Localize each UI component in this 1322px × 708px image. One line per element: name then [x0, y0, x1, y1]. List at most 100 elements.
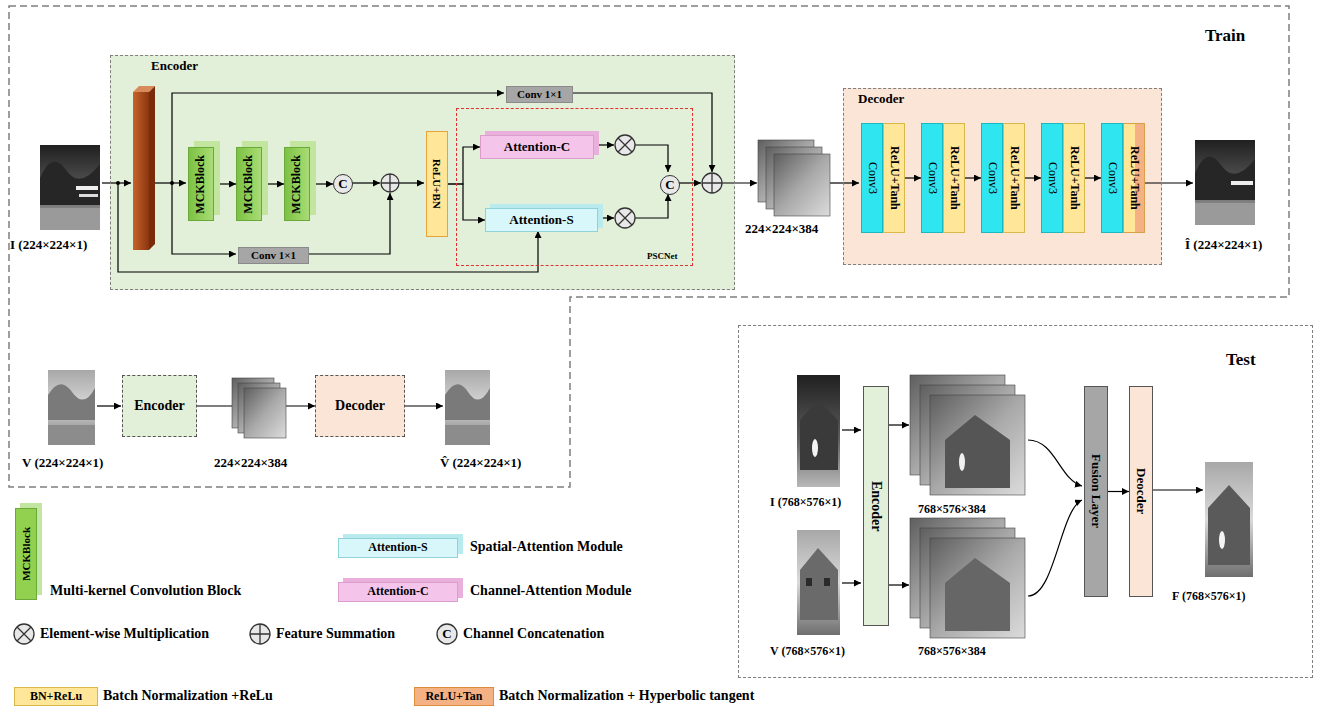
legend-text: Spatial-Attention Module: [470, 539, 623, 554]
connector-arrow: [448, 147, 480, 184]
conv3-box: Conv3: [1041, 123, 1063, 233]
pscnet-group: PSCNetAttention-CAttention-SC: [456, 108, 693, 266]
person-shape: [812, 439, 818, 457]
wire: [308, 193, 390, 254]
multiply-cross: [618, 211, 632, 225]
dimension-label: V (224×224×1): [22, 456, 103, 470]
wire: [842, 582, 861, 583]
tree-shape: [1195, 157, 1255, 200]
conv3-box: Conv3: [981, 123, 1003, 233]
legend-sum-symbol: [250, 624, 270, 644]
concat-circle: C: [333, 174, 353, 194]
mck-block: MCKBlock: [284, 147, 310, 221]
train-visible-output: [445, 370, 490, 445]
house-shape: [945, 558, 1010, 631]
fused-image: [1205, 462, 1253, 577]
legend-text: Batch Normalization +ReLu: [103, 688, 273, 703]
person-shape: [1219, 531, 1225, 549]
feature-map: [930, 538, 1025, 638]
wire: [118, 183, 538, 272]
encoder-group: EncoderConv 1×1MCKBlockMCKBlockMCKBlockC…: [110, 55, 735, 290]
junction-dot: [170, 181, 174, 185]
swatch-label: BN+ReLu: [30, 690, 82, 703]
box-label: Encoder: [134, 398, 185, 413]
house-shape: [945, 415, 1010, 488]
feature-map: [774, 154, 830, 216]
legend-text: Feature Summation: [276, 626, 395, 641]
test-infrared-image: [797, 375, 840, 487]
connector-arrow: [1025, 177, 1041, 178]
house-shape: [1208, 485, 1250, 565]
dimension-label: 224×224×384: [214, 456, 287, 470]
legend-text: Element-wise Multiplication: [40, 626, 209, 641]
wire: [888, 584, 909, 585]
wire: [97, 405, 121, 406]
dimension-label: I (768×576×1): [770, 496, 841, 509]
sum-cross: [250, 624, 270, 644]
dimension-label: F (768×576×1): [1172, 590, 1246, 603]
group-fill: [843, 88, 1162, 265]
legend-text: Multi-kernel Convolution Block: [50, 583, 241, 598]
wire: [842, 429, 861, 430]
box-label: ReLU+BN: [431, 159, 443, 209]
box-label: MCKBlock: [242, 155, 255, 214]
house-shape: [800, 548, 838, 620]
visible-image: [445, 370, 490, 445]
wire: [399, 182, 424, 183]
connector-arrow: [1085, 177, 1101, 178]
ground-shape: [445, 425, 490, 445]
multiply-symbol: [615, 135, 635, 155]
swatch-label: ReLU+Tan: [425, 690, 482, 703]
wire: [635, 194, 668, 218]
connector-arrow: [214, 183, 236, 184]
bright-sign: [79, 194, 98, 197]
box-label: ReLU+Tanh: [887, 146, 900, 210]
box-label: Fusion Layer: [1089, 454, 1103, 528]
box-label: Encoder: [868, 481, 883, 532]
box-label: Decoder: [335, 398, 385, 413]
encoder-wires: [97, 93, 1203, 596]
tree-shape: [445, 384, 490, 420]
group-fill: [110, 55, 735, 290]
box-label: ReLU+Tanh: [947, 146, 960, 210]
legend-swatch: Attention-C: [338, 582, 458, 602]
group-heading: Encoder: [151, 59, 198, 73]
legend-text: Channel-Attention Module: [470, 583, 631, 598]
sum-cross: [381, 174, 399, 192]
swatch-label: Attention-C: [367, 585, 428, 598]
wire: [352, 182, 380, 183]
relu-tanh-box: ReLU+Tanh: [943, 123, 965, 233]
test-visible-image: [797, 530, 840, 635]
encoder-box: Encoder: [122, 375, 197, 437]
connector-arrow: [448, 184, 485, 220]
relu-tanh-box: ReLU+Tanh: [1003, 123, 1025, 233]
wire: [830, 182, 859, 183]
group-heading: Train: [1205, 27, 1245, 46]
dimension-label: V̂ (224×224×1): [440, 456, 521, 470]
swatch-label: Attention-S: [368, 541, 427, 554]
wire: [1152, 489, 1203, 490]
group-heading: Test: [1226, 351, 1256, 370]
sum-symbol: [702, 173, 722, 193]
box-label: Attention-C: [504, 140, 570, 154]
person-shape: [959, 453, 965, 471]
multiply-symbol: [615, 208, 635, 228]
legend-multiply-symbol: [14, 624, 34, 644]
decoder-box: Decoder: [315, 375, 405, 437]
group-heading: PSCNet: [647, 252, 678, 262]
group-heading: Decoder: [858, 92, 904, 106]
legend-swatch: MCKBlock: [15, 508, 37, 600]
fusion-layer-box: Fusion Layer: [1084, 386, 1108, 597]
brown-input-layer: [133, 86, 155, 250]
sum-circle: [381, 174, 399, 192]
box-label: Attention-S: [509, 213, 573, 227]
sum-symbol: [381, 174, 399, 192]
window-shape: [824, 578, 830, 586]
wire: [888, 424, 909, 425]
wire: [172, 93, 504, 183]
conv3-box: Conv3: [861, 123, 883, 233]
swatch-label: MCKBlock: [20, 527, 32, 581]
